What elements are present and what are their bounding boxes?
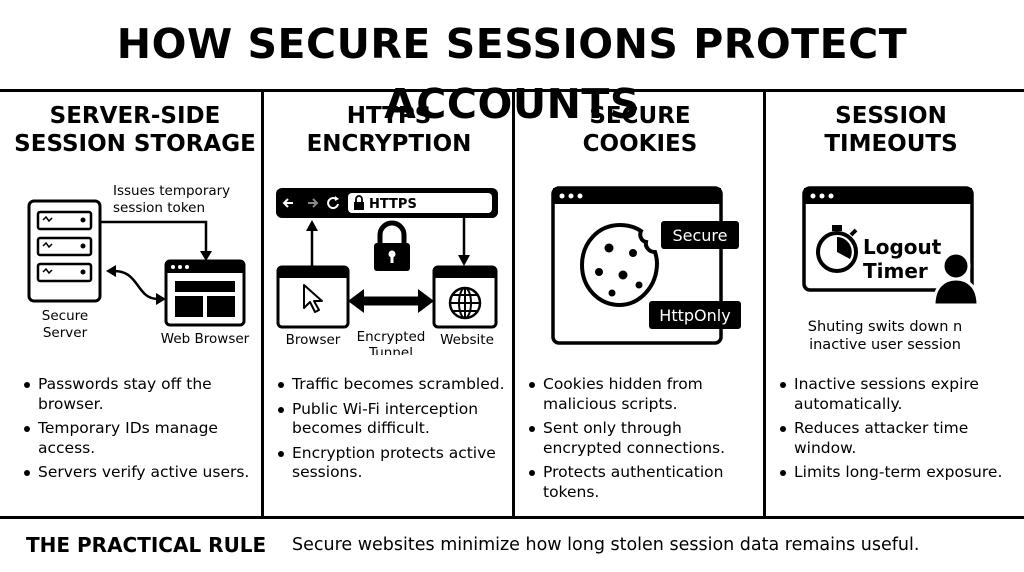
practical-rule-text: Secure websites minimize how long stolen… bbox=[292, 535, 920, 555]
bullet-item: Sent only through encrypted connections. bbox=[529, 419, 761, 458]
token-label-line-1: Issues temporary bbox=[113, 183, 230, 199]
two-way-arrow bbox=[106, 265, 166, 305]
timeout-caption-line-2: inactive user session bbox=[809, 337, 961, 353]
https-diagram: HTTPS bbox=[276, 188, 498, 355]
column-title: SECURE COOKIES bbox=[582, 103, 698, 157]
browser-window-icon bbox=[276, 265, 350, 329]
column-divider bbox=[763, 90, 766, 517]
website-window-icon bbox=[432, 265, 498, 329]
server-session-diagram: Issues temporary session token Secure Se… bbox=[27, 183, 250, 347]
web-browser-icon bbox=[164, 259, 246, 327]
encrypted-tunnel-arrow bbox=[348, 289, 434, 313]
timeout-caption-line-1: Shuting swits down n bbox=[808, 319, 963, 335]
address-bar: HTTPS bbox=[276, 188, 498, 218]
server-icon bbox=[27, 199, 102, 303]
bullet-item: Limits long-term exposure. bbox=[780, 463, 1012, 483]
practical-rule-footer: THE PRACTICAL RULE Secure websites minim… bbox=[0, 521, 1024, 572]
bullet-item: Public Wi-Fi interception becomes diffic… bbox=[278, 400, 510, 439]
bullet-item: Reduces attacker time window. bbox=[780, 419, 1012, 458]
bullet-item: Protects authentication tokens. bbox=[529, 463, 761, 502]
bullet-item: Temporary IDs manage access. bbox=[24, 419, 256, 458]
web-browser-label: Web Browser bbox=[161, 331, 250, 347]
website-label: Website bbox=[440, 332, 494, 348]
stopwatch-icon bbox=[816, 225, 858, 273]
httponly-badge bbox=[649, 301, 741, 329]
bullet-item: Passwords stay off the browser. bbox=[24, 375, 256, 414]
bullet-list: Cookies hidden from malicious scripts. S… bbox=[529, 375, 761, 507]
browser-label: Browser bbox=[286, 332, 341, 348]
tunnel-label-line-2: Tunnel bbox=[368, 345, 413, 355]
secure-badge-label: Secure bbox=[672, 226, 727, 245]
bullet-list: Traffic becomes scrambled. Public Wi-Fi … bbox=[278, 375, 510, 488]
bottom-divider bbox=[0, 516, 1024, 519]
column-divider bbox=[261, 90, 264, 517]
column-secure-cookies: SECURE COOKIES Secure HttpOnly Cookies h… bbox=[515, 90, 765, 517]
up-arrow bbox=[306, 220, 318, 267]
column-divider bbox=[512, 90, 515, 517]
cookie-icon bbox=[579, 222, 660, 308]
practical-rule-label: THE PRACTICAL RULE bbox=[26, 533, 267, 557]
lock-icon bbox=[354, 195, 364, 210]
secure-badge bbox=[661, 221, 739, 249]
user-icon bbox=[932, 251, 980, 307]
server-label-line-1: Secure bbox=[42, 308, 88, 324]
column-title: SERVER-SIDE SESSION STORAGE bbox=[14, 103, 256, 157]
session-timeout-diagram: Logout Timer Shuting swits down n inacti… bbox=[802, 186, 980, 353]
column-session-timeouts: SESSION TIMEOUTS Logout Timer Shuting sw… bbox=[766, 90, 1016, 517]
timer-label-line-1: Logout bbox=[863, 235, 942, 259]
token-label-line-2: session token bbox=[113, 200, 205, 216]
httponly-badge-label: HttpOnly bbox=[659, 306, 730, 325]
bullet-item: Cookies hidden from malicious scripts. bbox=[529, 375, 761, 414]
secure-cookie-diagram: Secure HttpOnly bbox=[551, 186, 741, 345]
column-server-side-storage: SERVER-SIDE SESSION STORAGE bbox=[10, 90, 260, 517]
tunnel-label-line-1: Encrypted bbox=[357, 329, 426, 345]
globe-icon bbox=[448, 286, 482, 320]
page-title: HOW SECURE SESSIONS PROTECT ACCOUNTS bbox=[116, 20, 908, 128]
https-url-text: HTTPS bbox=[369, 197, 417, 212]
token-arrow bbox=[100, 220, 212, 261]
bullet-item: Servers verify active users. bbox=[24, 463, 256, 483]
padlock-icon bbox=[374, 220, 410, 271]
column-https-encryption: HTTPS ENCRYPTION HTTPS bbox=[264, 90, 514, 517]
bullet-item: Traffic becomes scrambled. bbox=[278, 375, 510, 395]
down-arrow bbox=[458, 218, 470, 266]
server-label-line-2: Server bbox=[43, 325, 88, 341]
timer-label-line-2: Timer bbox=[863, 259, 928, 283]
bullet-list: Inactive sessions expire automatically. … bbox=[780, 375, 1012, 488]
column-title: HTTPS ENCRYPTION bbox=[306, 103, 472, 157]
column-title: SESSION TIMEOUTS bbox=[824, 103, 958, 157]
bullet-list: Passwords stay off the browser. Temporar… bbox=[24, 375, 256, 488]
bullet-item: Inactive sessions expire automatically. bbox=[780, 375, 1012, 414]
bullet-item: Encryption protects active sessions. bbox=[278, 444, 510, 483]
